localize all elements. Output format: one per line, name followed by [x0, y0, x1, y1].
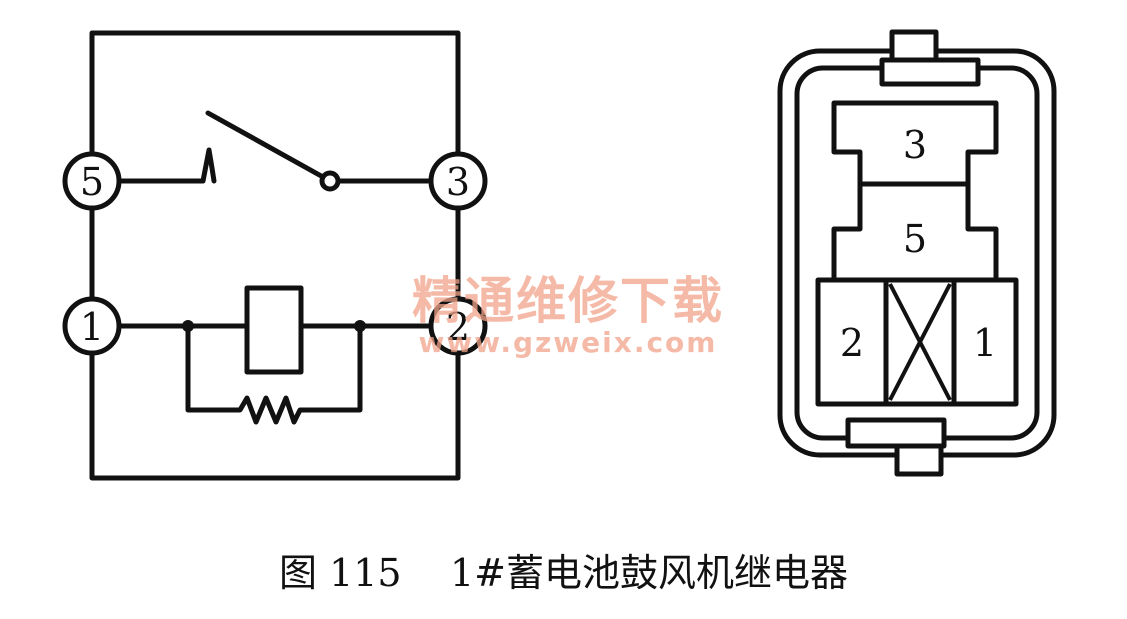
pin-3-label: 3 [903, 123, 927, 167]
terminal-5: 5 [62, 151, 122, 211]
pin-2-label: 2 [840, 321, 864, 365]
bottom-latch [894, 443, 944, 477]
terminal-1: 1 [62, 296, 122, 356]
terminal-5-label: 5 [80, 160, 104, 204]
terminal-3: 3 [428, 151, 488, 211]
watermark-url: www.gzweix.com [419, 326, 718, 359]
watermark-text: 精通维修下载 [412, 272, 724, 330]
terminal-2: 2 [428, 296, 488, 356]
switch-wire-left [119, 147, 217, 184]
pin-1-blade [951, 277, 1019, 407]
pin-1-label: 1 [973, 321, 997, 365]
pin-2-blade [815, 277, 889, 407]
terminal-2-label: 2 [446, 305, 470, 349]
top-latch-bar [879, 57, 981, 87]
connector-housing [777, 29, 1057, 477]
junction-dot-right [354, 320, 366, 332]
junction-dot-left [182, 320, 194, 332]
bottom-latch-bar [845, 417, 947, 449]
connector-pins [815, 100, 1019, 407]
outer-wire-loop [89, 30, 461, 481]
switch-contact-arm [205, 110, 326, 180]
terminal-1-label: 1 [80, 305, 104, 349]
figure-number: 图 115 [279, 551, 402, 595]
circuit-schematic [89, 30, 461, 481]
resistor-branch [185, 323, 363, 425]
relay-coil [244, 285, 304, 375]
coil-cavity-cross [888, 283, 952, 401]
pin-5-label: 5 [903, 217, 927, 261]
terminal-3-label: 3 [446, 160, 470, 204]
figure-caption: 图 115 1#蓄电池鼓风机继电器 [0, 542, 1127, 597]
figure-title: 1#蓄电池鼓风机继电器 [449, 551, 848, 595]
